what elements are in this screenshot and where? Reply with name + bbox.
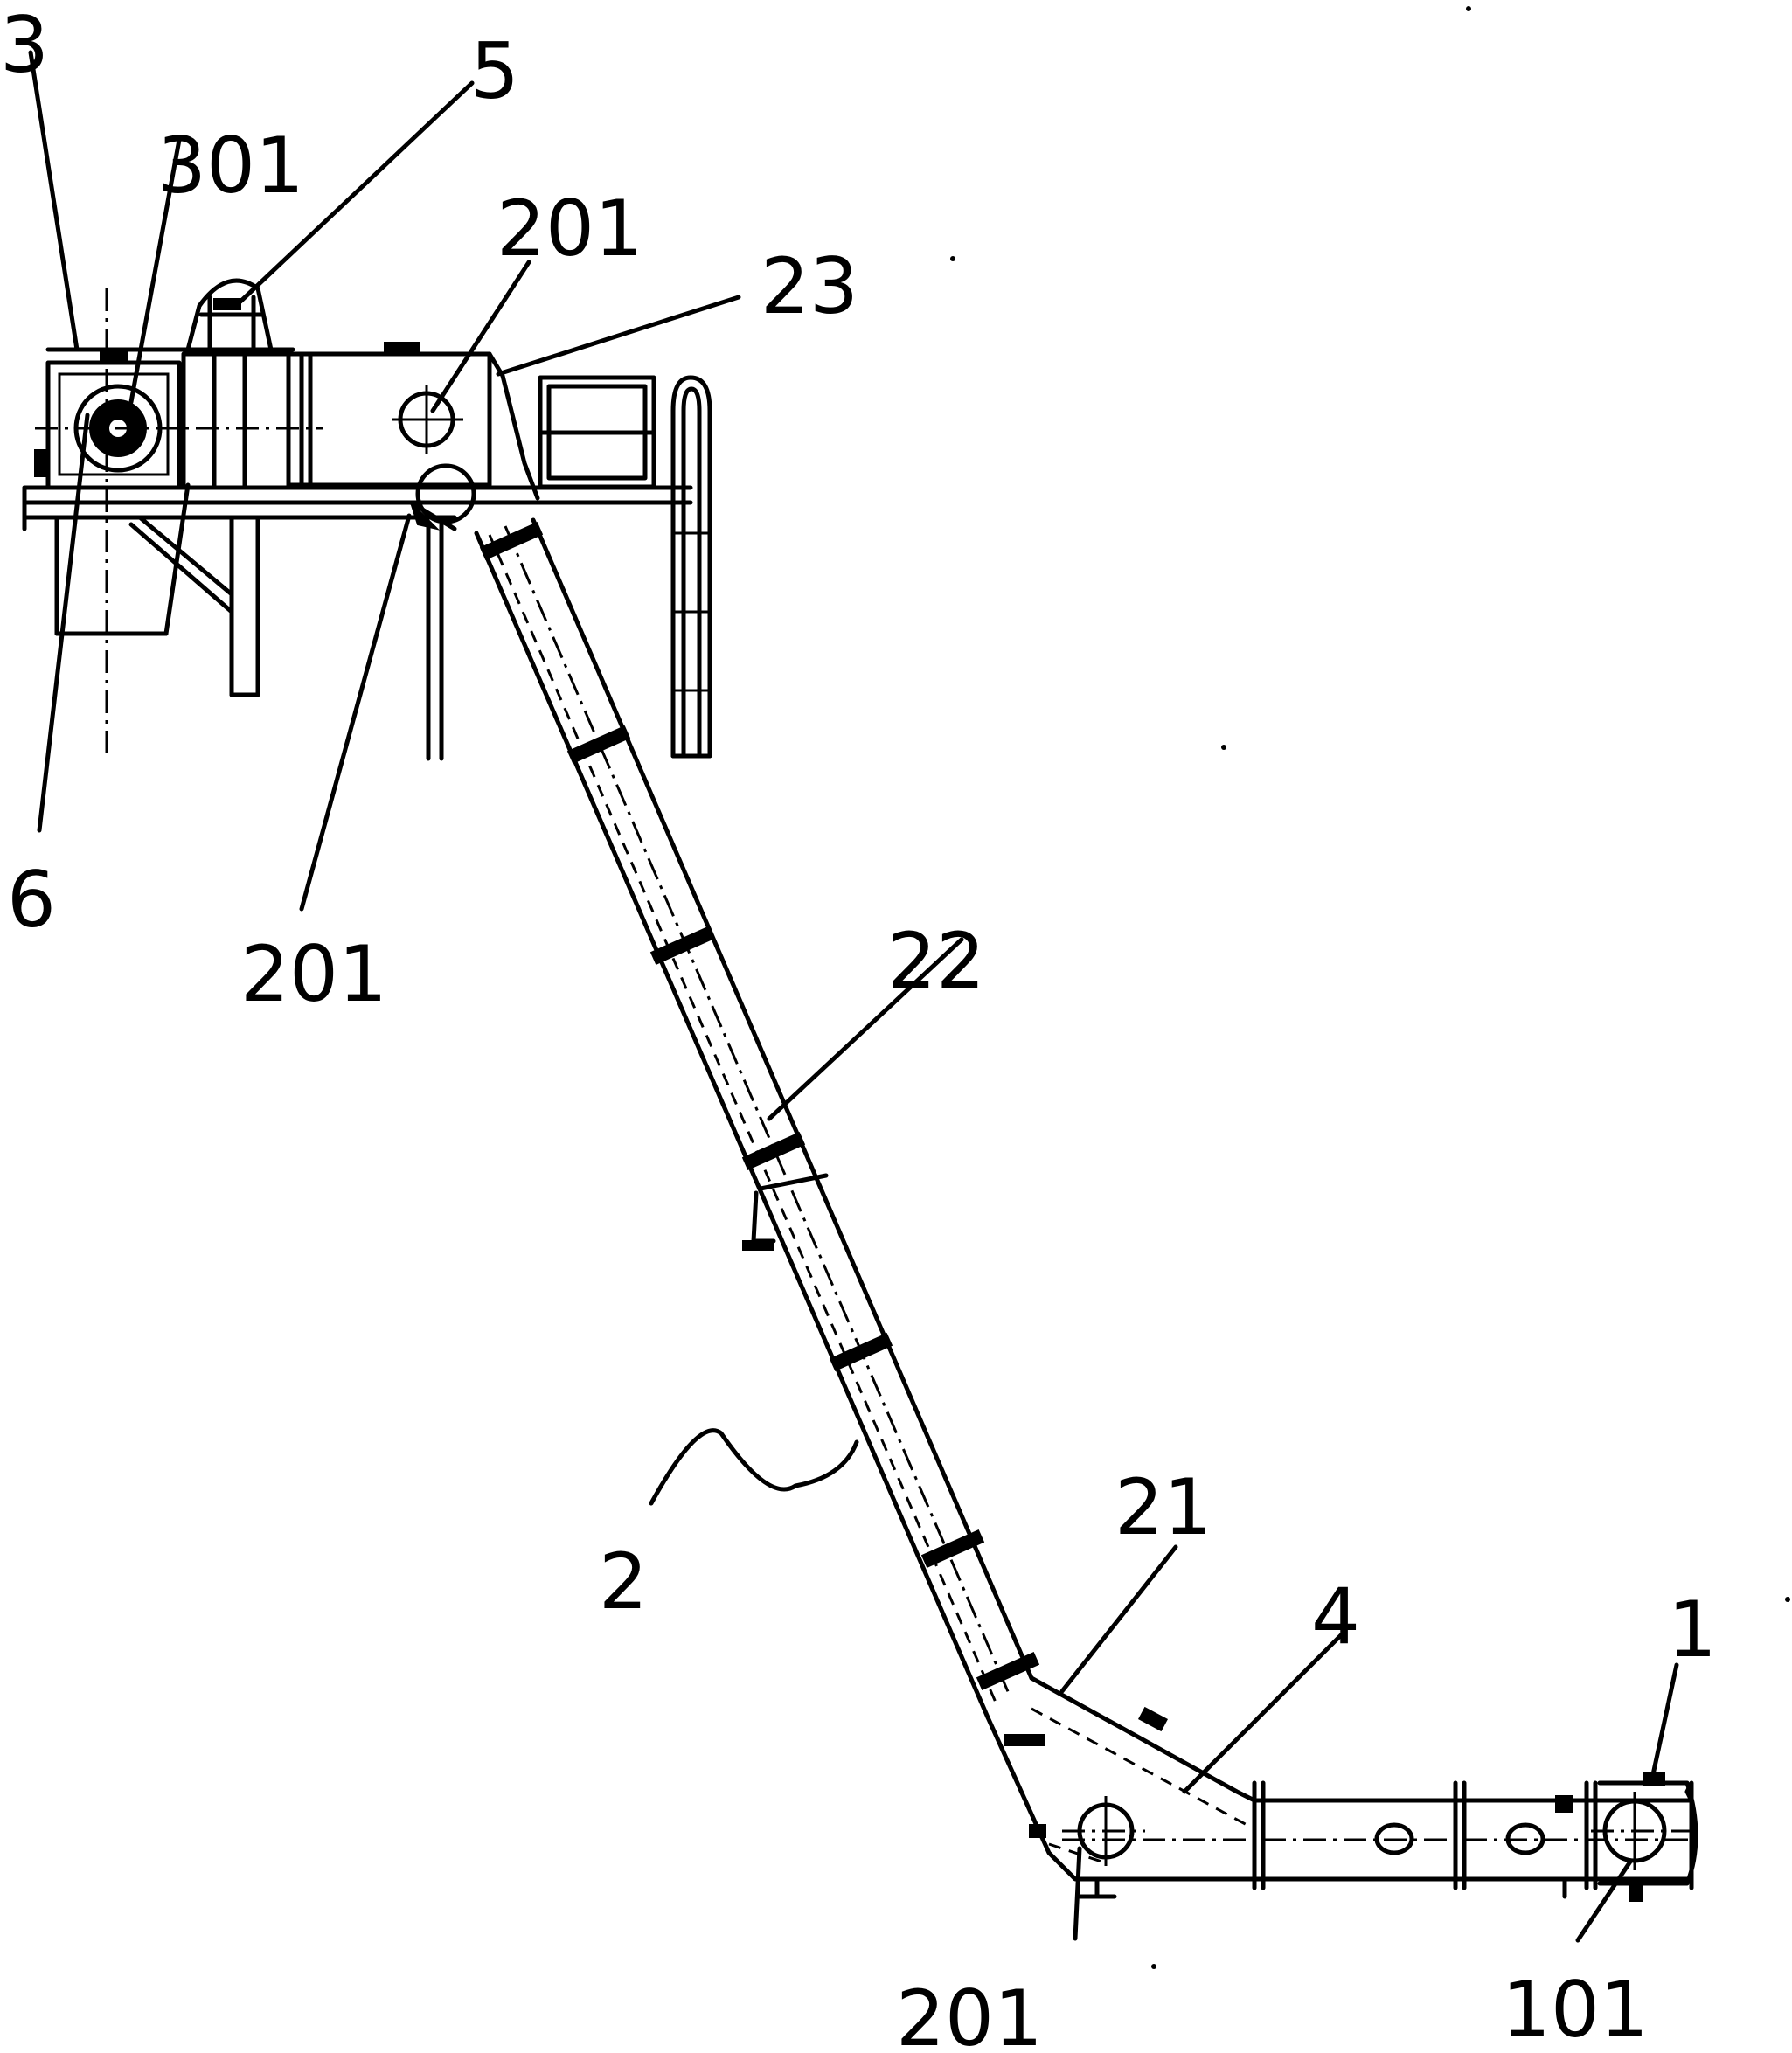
label-21: 21 xyxy=(1115,1462,1212,1552)
label-5: 5 xyxy=(470,26,519,116)
label-4: 4 xyxy=(1311,1571,1360,1661)
label-2: 2 xyxy=(599,1536,648,1626)
tail-section xyxy=(985,1675,1698,1902)
label-101: 101 xyxy=(1502,1965,1649,2053)
flange-bands xyxy=(479,522,1040,1690)
scan-specks xyxy=(950,6,1790,1969)
head-drive-assembly xyxy=(22,278,712,761)
inclined-conveyor-section xyxy=(474,517,1040,1720)
label-301: 301 xyxy=(157,121,304,211)
label-1: 1 xyxy=(1668,1585,1717,1675)
label-201-left: 201 xyxy=(240,929,387,1019)
label-201-bottom: 201 xyxy=(896,1973,1043,2053)
reference-labels: 3 301 5 201 23 6 201 22 2 21 4 1 201 101 xyxy=(0,0,1717,2053)
label-6: 6 xyxy=(7,855,56,945)
leader-lines xyxy=(28,50,1679,1943)
label-201-top: 201 xyxy=(497,184,643,274)
label-23: 23 xyxy=(761,241,858,331)
label-3: 3 xyxy=(0,0,49,90)
label-22: 22 xyxy=(887,916,985,1006)
